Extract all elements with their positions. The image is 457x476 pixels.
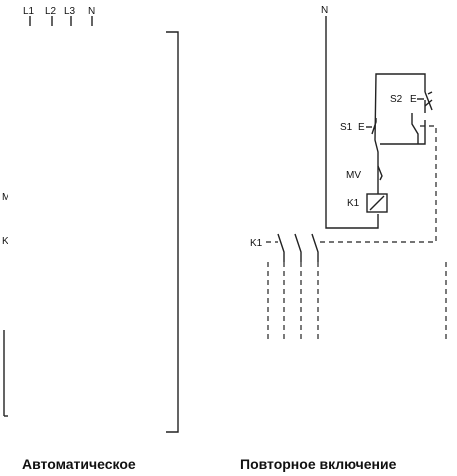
self-hold-link (318, 125, 437, 243)
edge-label-m: M (2, 192, 10, 203)
s1-e-mark: E (358, 122, 365, 133)
k1-pole-1 (277, 233, 285, 262)
s2-contact (424, 91, 433, 111)
edge-label-k: K (2, 236, 9, 247)
control-loop (374, 73, 426, 186)
k1-pole-2 (294, 233, 302, 262)
k1-coil (366, 193, 388, 213)
mv-contact (377, 165, 383, 181)
s1-label: S1 (340, 122, 353, 133)
phase-label-l3: L3 (64, 6, 76, 17)
s2-e-mark: E (410, 94, 417, 105)
right-caption: Повторное включение (240, 456, 397, 472)
neutral-label: N (321, 5, 328, 16)
mask-block (8, 26, 166, 434)
phase-label-l2: L2 (45, 6, 57, 17)
k1-pole-3 (311, 233, 319, 262)
right-schematic: N S2 E S1 E MV K1 K1 (250, 5, 447, 340)
k1-coil-label: K1 (347, 198, 360, 209)
left-caption: Автоматическое (22, 456, 136, 472)
k1-contactor-label: K1 (250, 238, 263, 249)
s2-label: S2 (390, 94, 403, 105)
phase-label-n: N (88, 6, 95, 17)
phase-label-l1: L1 (23, 6, 35, 17)
left-schematic: L1 L2 L3 N M K (2, 6, 179, 434)
s1-contact (371, 118, 377, 135)
neutral-wire (325, 16, 379, 229)
mv-label: MV (346, 170, 361, 181)
